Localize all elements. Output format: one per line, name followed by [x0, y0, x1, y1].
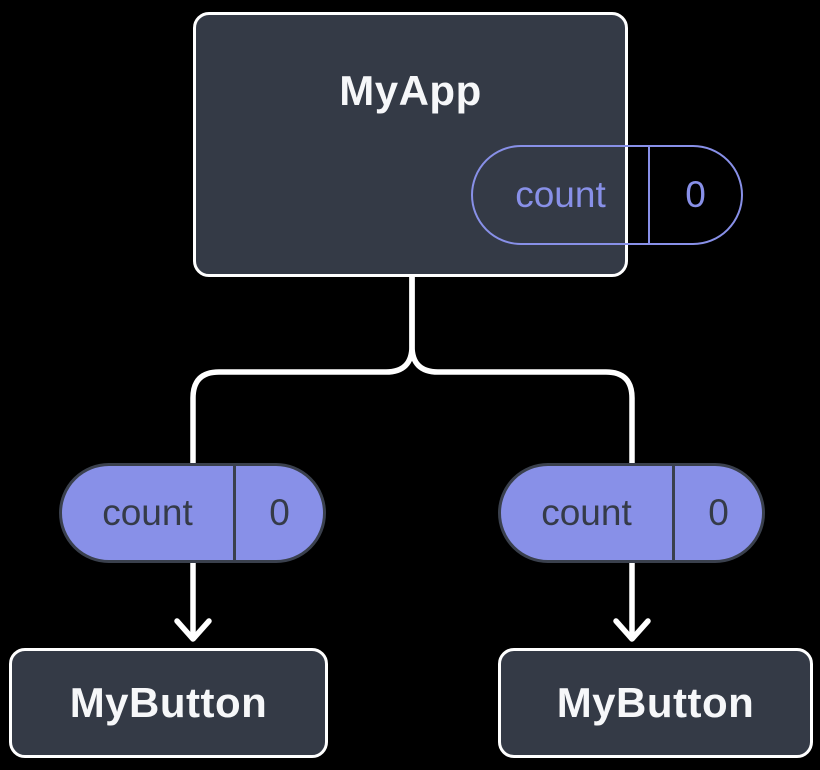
arrow-head-right [613, 618, 651, 642]
child-component-right-label: MyButton [556, 679, 755, 726]
root-component-box: MyApp count 0 [193, 12, 743, 277]
prop-pill-left-value: 0 [269, 492, 290, 533]
prop-pill-right-value: 0 [708, 492, 729, 533]
branch-path-left [190, 274, 415, 466]
state-pill-value: 0 [685, 174, 706, 215]
state-pill: count 0 [471, 145, 743, 245]
prop-pill-right-name: count [501, 466, 675, 560]
arrow-head-left [174, 618, 212, 642]
state-pill-name: count [473, 147, 650, 243]
child-component-box-right: MyButton [498, 648, 813, 758]
prop-pill-left-name: count [62, 466, 236, 560]
branch-path-right [409, 274, 635, 466]
prop-pill-right: count 0 [498, 463, 765, 563]
root-component-label: MyApp [339, 67, 482, 114]
prop-pill-left: count 0 [59, 463, 326, 563]
child-component-box-left: MyButton [9, 648, 328, 758]
child-component-left-label: MyButton [69, 679, 268, 726]
